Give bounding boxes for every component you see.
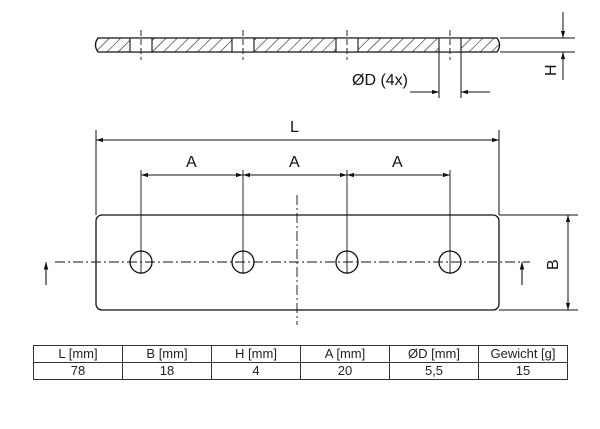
header-cell: H [mm]: [211, 345, 301, 363]
width-dimension: [499, 214, 578, 311]
top-view: L A A A B: [43, 119, 578, 325]
value-cell: 4: [211, 362, 301, 380]
plate-outline: [95, 214, 500, 311]
specs-table: L [mm] B [mm] H [mm] A [mm] ØD [mm] Gewi…: [33, 345, 568, 380]
section-arrows: [43, 262, 525, 285]
diameter-label: ØD (4x): [352, 72, 408, 89]
length-label: L: [290, 119, 299, 136]
header-cell: ØD [mm]: [389, 345, 479, 363]
value-cell: 18: [122, 362, 212, 380]
table-header-row: L [mm] B [mm] H [mm] A [mm] ØD [mm] Gewi…: [33, 345, 568, 363]
value-cell: 20: [300, 362, 390, 380]
header-cell: B [mm]: [122, 345, 212, 363]
header-cell: L [mm]: [33, 345, 123, 363]
technical-drawing: H ØD (4x): [43, 12, 578, 325]
plate-section: [94, 37, 501, 53]
value-cell: 5,5: [389, 362, 479, 380]
value-cell: 15: [478, 362, 568, 380]
header-cell: A [mm]: [300, 345, 390, 363]
length-dimension: [95, 130, 500, 215]
height-dimension: [500, 12, 575, 80]
pitch-label-3: A: [392, 154, 403, 171]
diameter-dimension: [410, 52, 490, 98]
header-cell: Gewicht [g]: [478, 345, 568, 363]
width-label: B: [545, 259, 562, 270]
side-view: H ØD (4x): [94, 12, 575, 98]
pitch-label-2: A: [289, 154, 300, 171]
height-label: H: [543, 64, 560, 76]
value-cell: 78: [33, 362, 123, 380]
section-holes: [129, 37, 462, 53]
table-row: 78 18 4 20 5,5 15: [33, 362, 568, 380]
pitch-label-1: A: [186, 154, 197, 171]
